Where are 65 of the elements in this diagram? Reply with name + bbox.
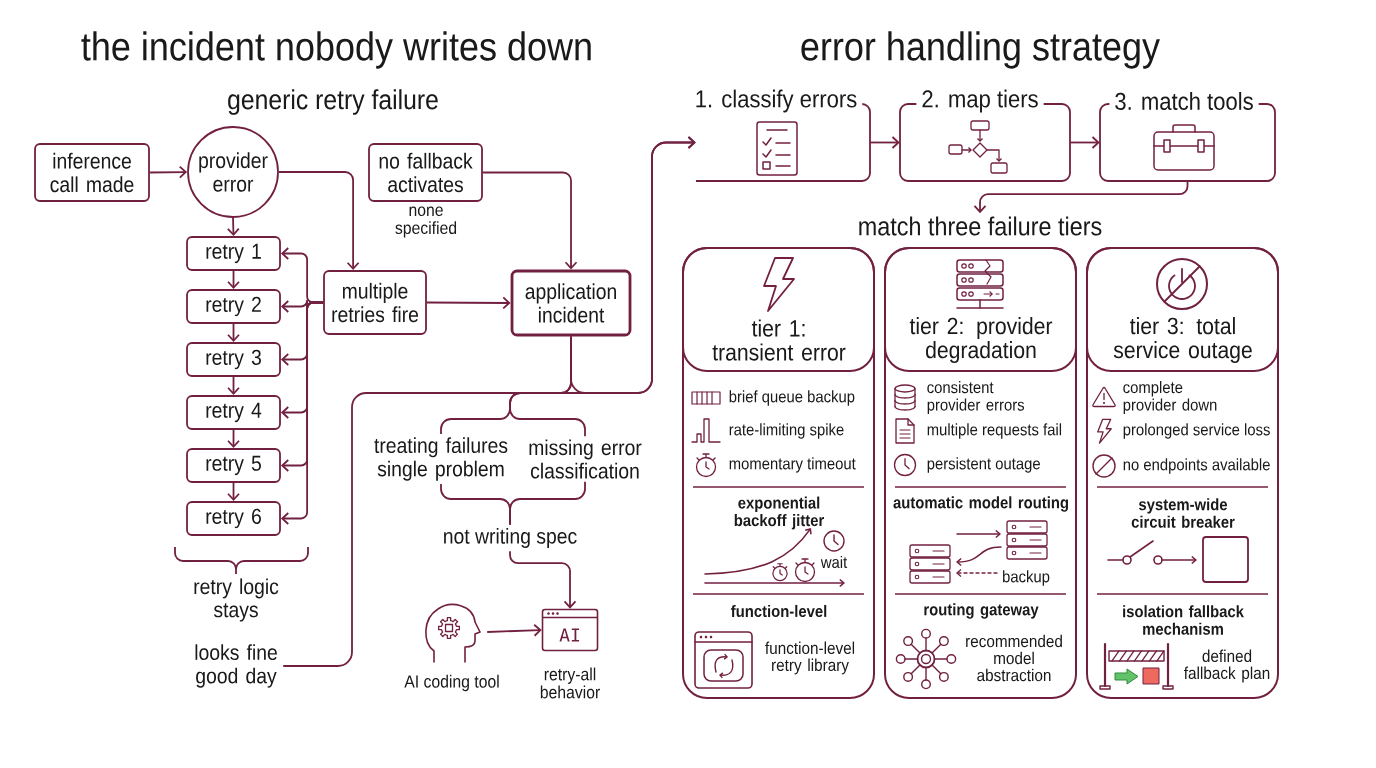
process-box: retry 5: [186, 448, 281, 483]
subheading: generic retry failure: [228, 89, 438, 115]
arrow: [869, 136, 900, 149]
process-box: retry 2: [186, 289, 281, 324]
node-text: missing error classification: [529, 439, 642, 479]
arrow: [1069, 136, 1100, 149]
heading: the incident nobody writes down: [81, 31, 591, 69]
app-window: AI: [541, 608, 599, 652]
arrow: [280, 301, 324, 525]
arrow: [227, 270, 240, 290]
caption-text: retry-all behavior: [540, 667, 600, 699]
list-item: rate-limiting spike: [729, 423, 844, 439]
list-item: momentary timeout: [729, 457, 856, 473]
description-text: defined fallback plan: [1184, 649, 1270, 683]
arrow: [227, 323, 240, 343]
list-item: complete provider down: [1123, 381, 1217, 414]
list-item: multiple requests fail: [927, 423, 1062, 439]
process-box: retry 4: [186, 395, 281, 430]
arrow: [227, 376, 240, 396]
note-text: retry logic stays: [194, 578, 279, 622]
tier-header: tier 1: transient error: [682, 247, 875, 372]
node-text: match three failure tiers: [859, 216, 1102, 236]
section-heading: system-wide circuit breaker: [1131, 498, 1235, 528]
arrow: [227, 429, 240, 449]
process-box: retry 6: [186, 501, 281, 536]
arrow: [973, 180, 1189, 214]
description-text: function-level retry library: [765, 641, 855, 675]
arrow: [486, 623, 542, 637]
arrow: [149, 165, 188, 179]
step-box: 2. map tiers: [899, 88, 1071, 182]
process-box: multiple retries fire: [323, 270, 427, 335]
caption-text: AI coding tool: [404, 674, 499, 692]
node-text: looks fine good day: [195, 644, 277, 688]
process-box: retry 3: [186, 342, 281, 377]
arrow: [227, 482, 240, 502]
node-text: not writing spec: [444, 528, 577, 548]
node-text: treating failures single problem: [374, 437, 508, 481]
process-box: retry 1: [186, 236, 281, 271]
illustration-label: wait: [820, 555, 848, 569]
arrow: [226, 217, 240, 237]
tier-header: tier 2: provider degradation: [884, 247, 1077, 372]
arrow: [509, 550, 577, 609]
section-heading: function-level: [731, 604, 827, 618]
caption-text: none specified: [395, 206, 457, 238]
process-box: inference call made: [34, 143, 150, 202]
list-item: persistent outage: [927, 457, 1040, 473]
process-box: no fallback activates: [368, 143, 483, 202]
section-heading: automatic model routing: [893, 496, 1068, 512]
arrow: [278, 171, 360, 271]
list-item: no endpoints available: [1123, 458, 1270, 474]
section-heading: routing gateway: [924, 603, 1039, 619]
tier-header: tier 3: total service outage: [1086, 247, 1279, 372]
arrow: [282, 136, 696, 667]
section-heading: isolation fallback mechanism: [1123, 605, 1244, 635]
description-text: recommended model abstraction: [966, 634, 1062, 682]
arrow: [426, 296, 511, 310]
section-heading: exponential backoff jitter: [734, 496, 824, 530]
arrow: [482, 171, 578, 270]
heading: error handling strategy: [801, 31, 1160, 69]
list-item: prolonged service loss: [1123, 423, 1270, 439]
illustration-label: backup: [1003, 570, 1050, 586]
list-item: consistent provider errors: [927, 381, 1025, 414]
step-box: 3. match tools: [1099, 90, 1276, 182]
process-box: application incident: [510, 269, 632, 337]
list-item: brief queue backup: [729, 390, 855, 406]
